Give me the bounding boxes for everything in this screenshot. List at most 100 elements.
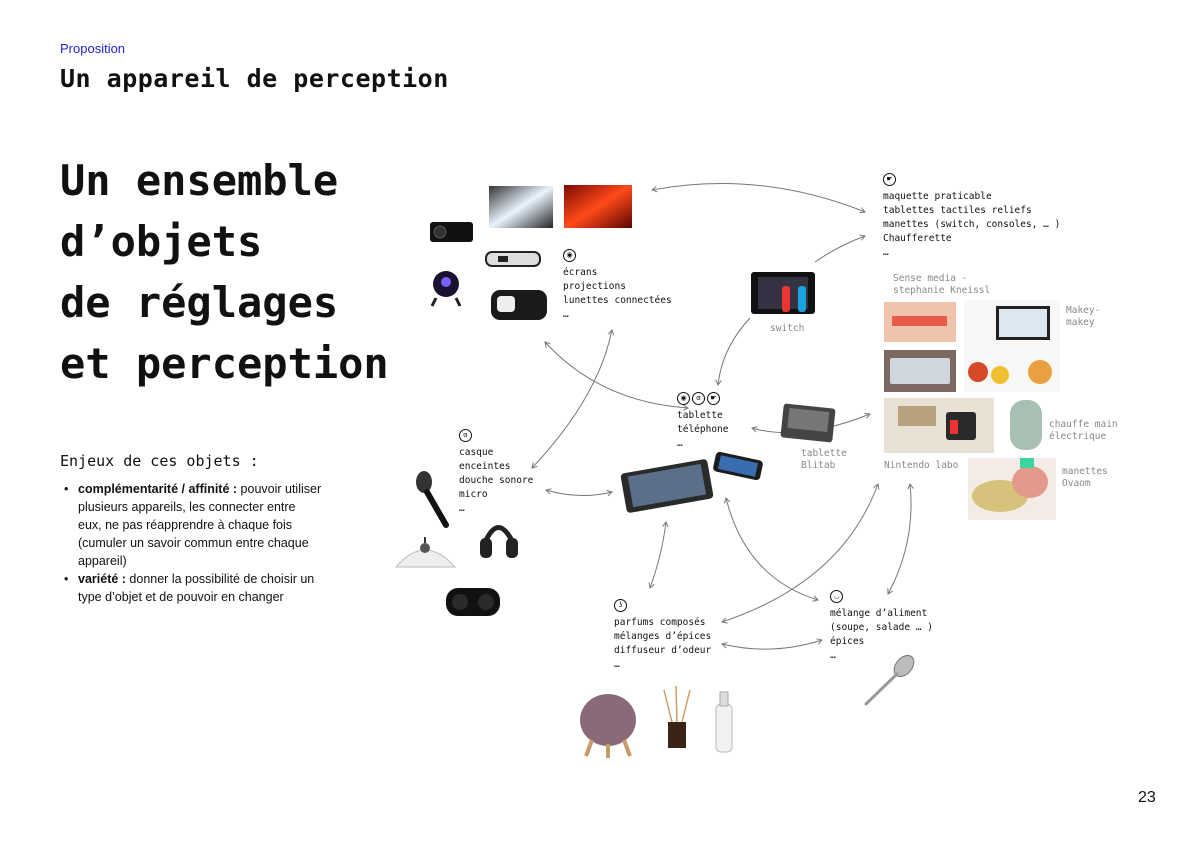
blitab-image	[780, 403, 836, 443]
connector-arrows	[531, 183, 914, 650]
arrow-sound-center	[545, 488, 613, 497]
light-panel-image	[489, 186, 553, 228]
title-line: de réglages	[60, 278, 339, 327]
spoon-image	[864, 654, 915, 706]
neon-tube-image	[564, 185, 632, 228]
vision-images	[430, 185, 632, 320]
node-line: manettes (switch, consoles, … )	[883, 219, 1061, 230]
node-line: tablettes tactiles reliefs	[883, 205, 1032, 216]
arrow-center-smell	[648, 521, 669, 589]
node-line: épices	[830, 636, 865, 647]
caption-chauffe: chauffe main électrique	[1049, 419, 1118, 443]
node-line: …	[677, 438, 683, 449]
node-center: ◉ ɞ ☛ tablette téléphone …	[677, 392, 728, 451]
node-line: enceintes	[459, 461, 511, 472]
node-line: mélange d’aliment	[830, 608, 928, 619]
bullet-bold: complémentarité / affinité :	[78, 482, 238, 496]
node-line: …	[883, 247, 889, 258]
nose-icon: ʖ	[614, 599, 627, 612]
node-line: micro	[459, 489, 488, 500]
title-line: d’objets	[60, 217, 263, 266]
ear-icon: ɞ	[459, 429, 472, 442]
node-line: …	[459, 503, 465, 514]
light-projector-image	[430, 271, 462, 307]
node-line: maquette praticable	[883, 191, 992, 202]
page-title: Un ensemble d’objets de réglages et perc…	[60, 150, 389, 394]
arrow-smell-touch	[721, 483, 880, 624]
node-line: douche sonore	[459, 475, 534, 486]
node-line: …	[830, 650, 836, 661]
node-taste: ◡ mélange d’aliment (soupe, salade … ) é…	[830, 590, 933, 663]
node-sound: ɞ casque enceintes douche sonore micro …	[459, 429, 533, 516]
smell-images	[580, 685, 733, 758]
node-line: …	[614, 659, 620, 670]
arrow-switch-center	[715, 317, 751, 386]
node-vision: ◉ écrans projections lunettes connectées…	[563, 249, 672, 322]
caption-sense-media: Sense media - stephanie Kneissl	[893, 273, 990, 297]
node-touch: ☛ maquette praticable tablettes tactiles…	[883, 173, 1060, 260]
arrow-center-taste	[724, 497, 819, 602]
section-eyebrow: Proposition	[60, 41, 126, 56]
phone-image	[713, 451, 763, 481]
taste-images	[864, 654, 915, 706]
node-line: téléphone	[677, 424, 729, 435]
node-line: écrans	[563, 267, 598, 278]
caption-line: stephanie Kneissl	[893, 285, 991, 296]
ovaom-image	[968, 458, 1056, 520]
spray-bottle-image	[715, 691, 733, 753]
node-line: mélanges d’épices	[614, 631, 712, 642]
hand-icon: ☛	[883, 173, 896, 186]
caption-switch: switch	[770, 323, 805, 334]
enjeux-list: complémentarité / affinité : pouvoir uti…	[62, 480, 322, 606]
headphones-image	[480, 525, 518, 558]
speaker-image	[446, 588, 500, 616]
caption-line: manettes	[1062, 466, 1108, 477]
arrow-vision-touch	[651, 183, 866, 214]
ear-icon: ɞ	[692, 392, 705, 405]
mouth-icon: ◡	[830, 590, 843, 603]
nintendo-labo-image	[884, 398, 994, 453]
bullet-text: donner la possibilité de choisir un type…	[78, 572, 315, 604]
center-images	[620, 272, 836, 513]
eye-icon: ◉	[677, 392, 690, 405]
arrow-sound-vision	[531, 329, 615, 469]
node-line: casque	[459, 447, 494, 458]
caption-line: électrique	[1049, 431, 1107, 442]
vr-headset-image	[491, 290, 547, 320]
node-line: projections	[563, 281, 626, 292]
projector-image	[430, 222, 473, 242]
page-subtitle: Un appareil de perception	[60, 64, 449, 93]
caption-makey: Makey- makey	[1066, 305, 1100, 329]
arrow-switch-touch	[814, 234, 866, 263]
caption-line: Makey-	[1066, 305, 1101, 316]
tablet-image	[620, 459, 714, 513]
title-line: et perception	[60, 339, 389, 388]
list-item: complémentarité / affinité : pouvoir uti…	[62, 480, 322, 570]
arrow-taste-touch	[887, 483, 914, 595]
page-number: 23	[1138, 789, 1156, 806]
node-line: parfums composés	[614, 617, 706, 628]
caption-line: tablette	[801, 448, 847, 459]
sound-shower-image	[394, 537, 457, 568]
node-line: tablette	[677, 410, 723, 421]
eye-icon: ◉	[563, 249, 576, 262]
caption-line: Blitab	[801, 460, 836, 471]
reed-diffuser-image	[663, 685, 691, 748]
hand-icon: ☛	[707, 392, 720, 405]
title-line: Un ensemble	[60, 156, 339, 205]
smart-glasses-image	[485, 251, 541, 267]
diffuser-image	[580, 694, 636, 758]
arrow-vision-center	[544, 341, 689, 411]
node-line: (soupe, salade … )	[830, 622, 933, 633]
node-line: …	[563, 309, 569, 320]
node-line: Chaufferette	[883, 233, 952, 244]
hand-warmer-image	[1010, 400, 1042, 450]
touch-images	[884, 300, 1060, 520]
caption-line: Ovaom	[1062, 478, 1091, 489]
caption-ovaom: manettes Ovaom	[1062, 466, 1108, 490]
bullet-bold: variété :	[78, 572, 126, 586]
sound-images	[394, 471, 518, 616]
enjeux-heading: Enjeux de ces objets :	[60, 452, 259, 470]
bullet-text: pouvoir utiliser plusieurs appareils, le…	[78, 482, 322, 568]
